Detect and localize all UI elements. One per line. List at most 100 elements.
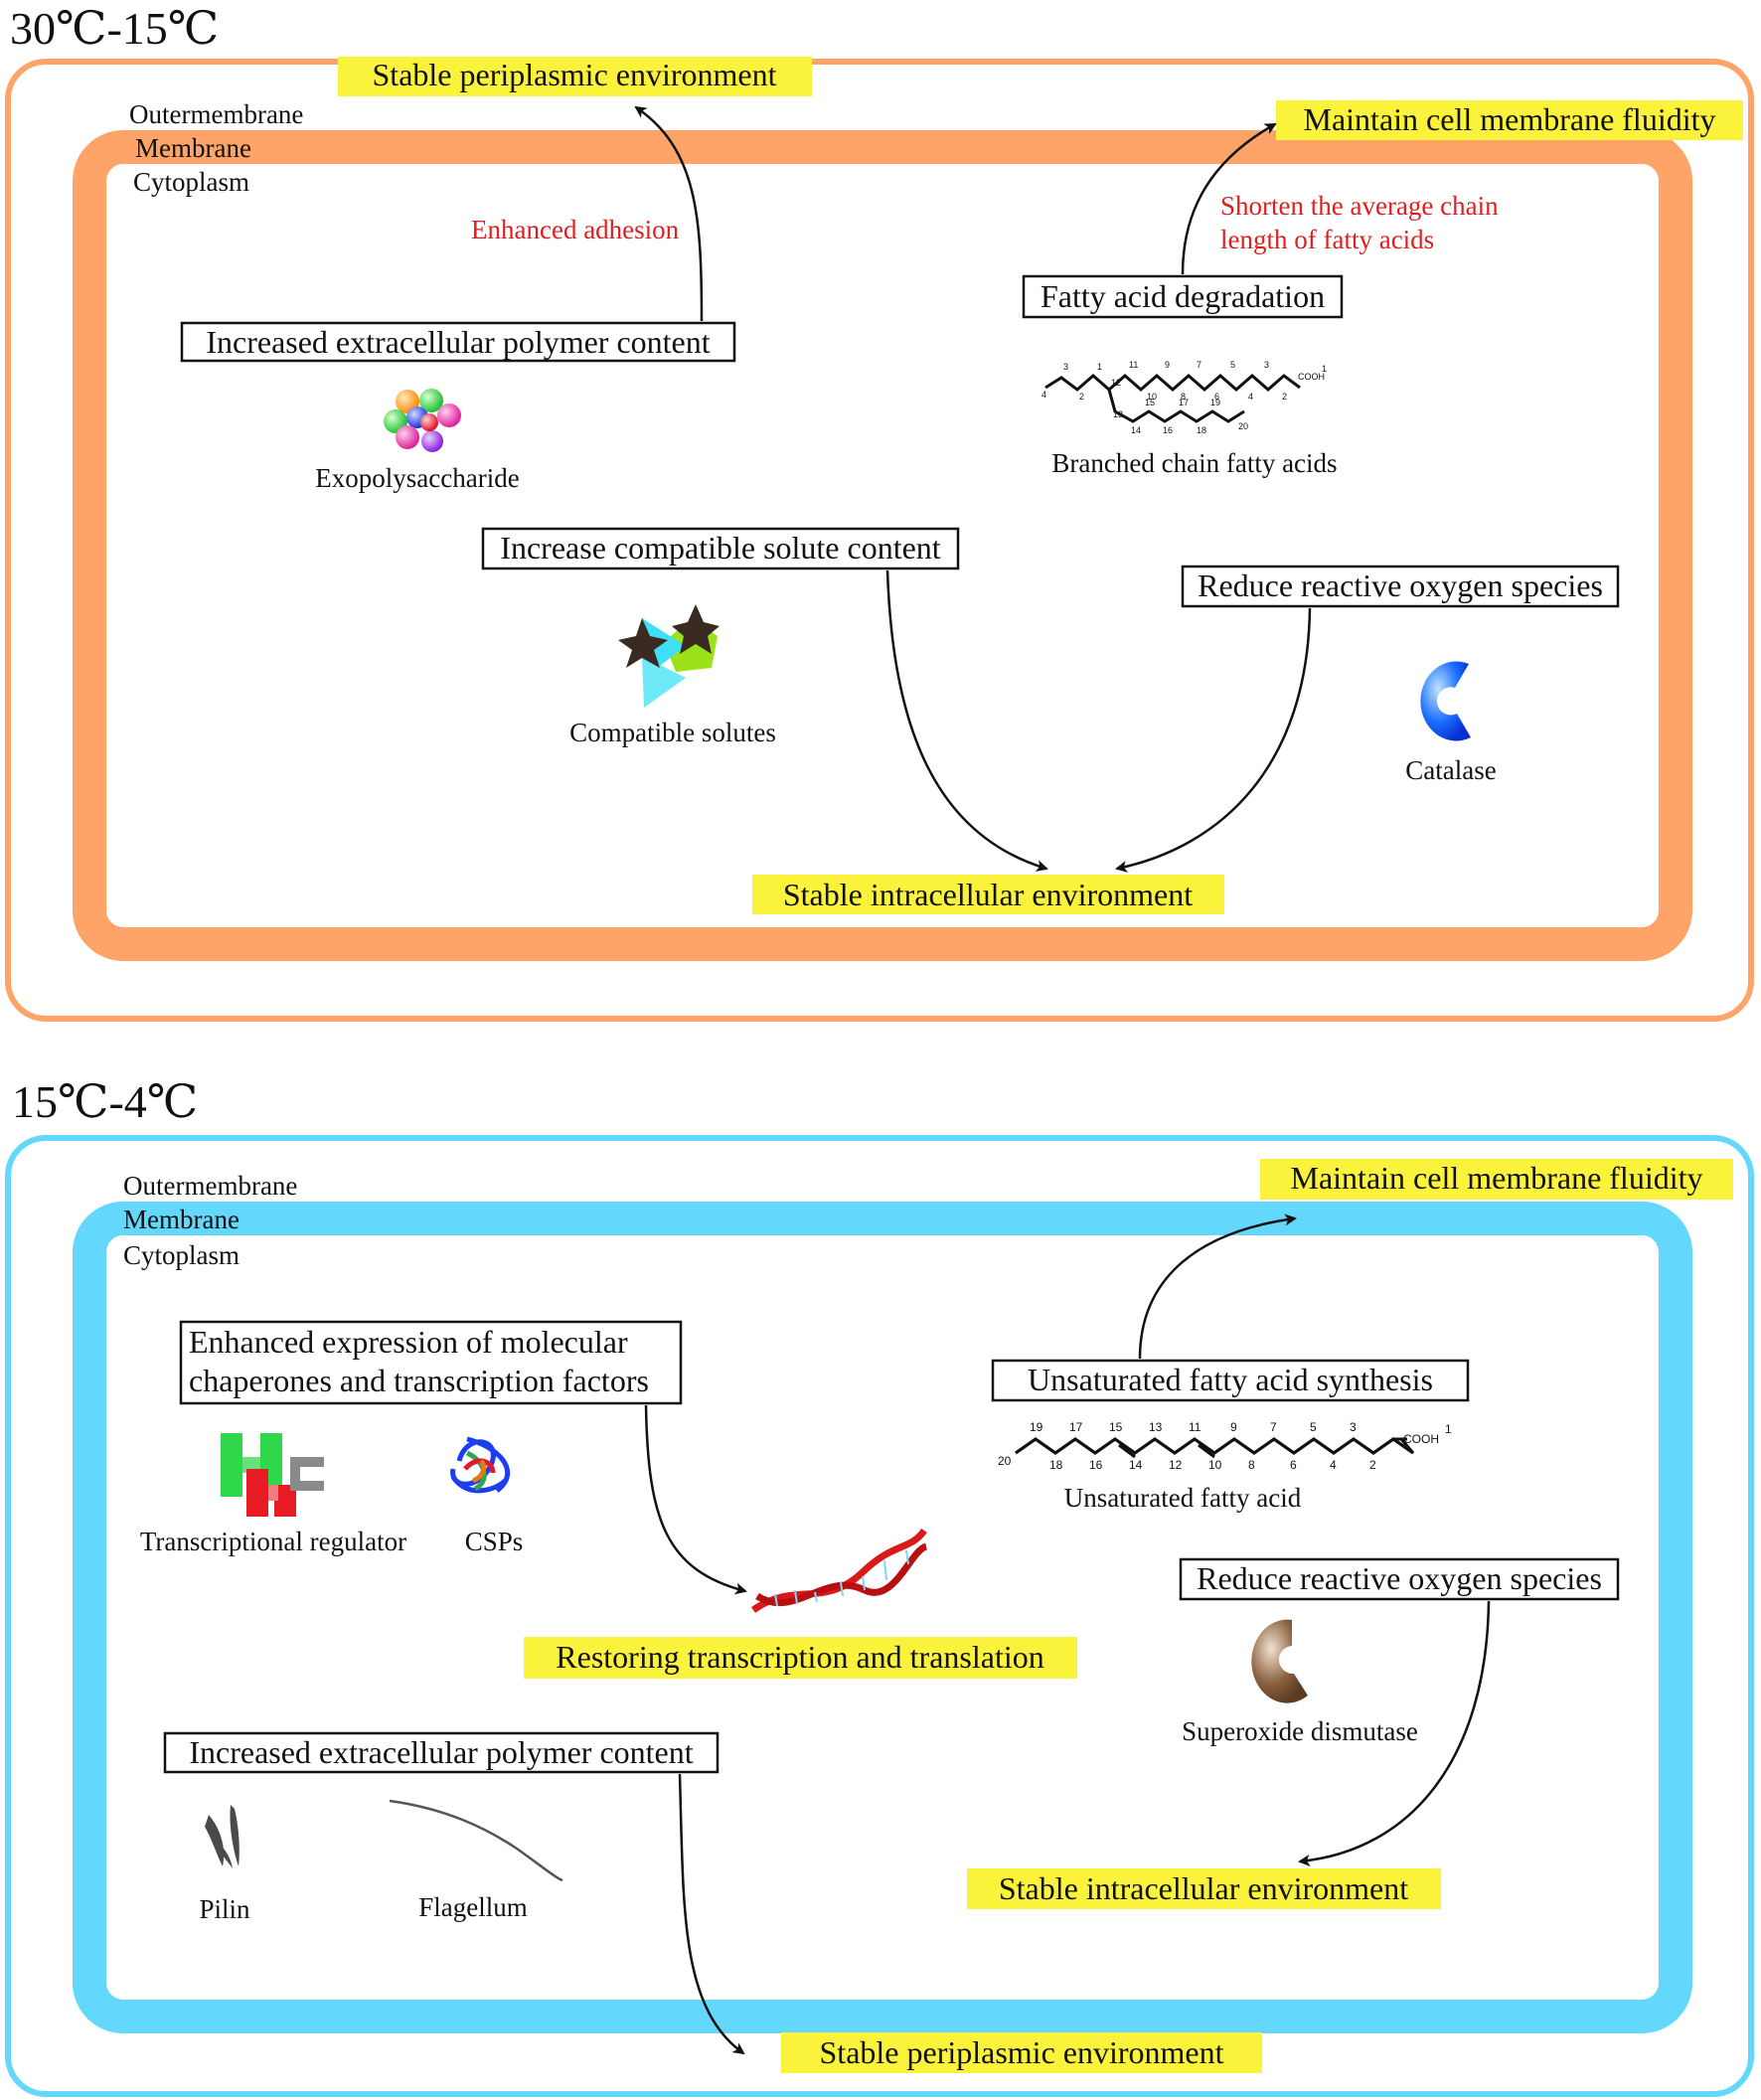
cold-label-membrane: Membrane xyxy=(123,1205,240,1234)
svg-text:3: 3 xyxy=(1063,362,1068,372)
svg-text:2: 2 xyxy=(1369,1458,1376,1472)
svg-text:4: 4 xyxy=(1248,392,1253,402)
svg-text:10: 10 xyxy=(1147,392,1157,402)
cold-ros-text: Reduce reactive oxygen species xyxy=(1197,1560,1602,1596)
svg-text:7: 7 xyxy=(1197,360,1201,370)
svg-text:16: 16 xyxy=(1163,425,1173,435)
cold-arrow-periplasmic xyxy=(678,1773,745,2055)
svg-text:1: 1 xyxy=(1445,1422,1452,1436)
cold-periplasmic-highlight xyxy=(781,2032,1262,2073)
svg-text:17: 17 xyxy=(1069,1420,1083,1434)
cold-unsaturated-box xyxy=(991,1359,1470,1402)
svg-text:17: 17 xyxy=(1179,398,1189,407)
compatible-solutes-label: Compatible solutes xyxy=(569,718,776,747)
catalase-label: Catalase xyxy=(1405,755,1496,785)
cold-transcription-highlight xyxy=(524,1637,1077,1679)
svg-text:COOH: COOH xyxy=(1403,1432,1439,1446)
csps-label: CSPs xyxy=(465,1527,524,1556)
cold-transcription-text: Restoring transcription and translation xyxy=(556,1639,1043,1675)
svg-text:9: 9 xyxy=(1230,1420,1237,1434)
panel-warm: 30℃-15℃ Outermembrane Membrane Cytoplasm… xyxy=(5,3,1754,1022)
svg-text:14: 14 xyxy=(1129,1458,1143,1472)
dna-helix-icon xyxy=(750,1528,928,1613)
branched-fatty-acid-icon xyxy=(1044,374,1301,423)
svg-text:5: 5 xyxy=(1310,1420,1317,1434)
warm-outer-membrane xyxy=(5,59,1754,1022)
panel-cold-heading: 15℃-4℃ xyxy=(12,1076,198,1127)
cold-intracellular-highlight xyxy=(967,1868,1441,1909)
compatible-solutes-icon xyxy=(618,604,720,708)
flagellum-icon xyxy=(389,1799,563,1882)
flagellum-label: Flagellum xyxy=(418,1892,528,1922)
svg-text:4: 4 xyxy=(1041,390,1046,400)
warm-chain-annotation-2: length of fatty acids xyxy=(1220,225,1434,254)
svg-text:6: 6 xyxy=(1290,1458,1297,1472)
cold-fluidity-highlight xyxy=(1260,1159,1733,1200)
warm-intracellular-text: Stable intracellular environment xyxy=(783,877,1193,912)
cold-arrow-fluidity xyxy=(1138,1213,1297,1360)
warm-label-membrane: Membrane xyxy=(135,133,251,163)
warm-inner-membrane xyxy=(73,130,1692,961)
svg-text:18: 18 xyxy=(1049,1458,1063,1472)
warm-solute-text: Increase compatible solute content xyxy=(500,530,940,565)
unsaturated-fatty-acid-label: Unsaturated fatty acid xyxy=(1064,1483,1302,1513)
warm-chain-annotation-1: Shorten the average chain xyxy=(1220,191,1499,221)
cold-chaperones-text-1: Enhanced expression of molecular xyxy=(189,1324,628,1360)
cold-label-cytoplasm: Cytoplasm xyxy=(123,1240,240,1270)
warm-periplasmic-text: Stable periplasmic environment xyxy=(373,57,777,92)
warm-intracellular-highlight xyxy=(752,875,1224,914)
cold-arrow-intracellular xyxy=(1298,1600,1491,1866)
cold-ros-box xyxy=(1179,1557,1620,1601)
cold-fluidity-text: Maintain cell membrane fluidity xyxy=(1291,1160,1703,1196)
catalase-icon xyxy=(1420,661,1471,741)
svg-text:7: 7 xyxy=(1270,1420,1277,1434)
unsaturated-fatty-acid-icon xyxy=(1015,1437,1415,1459)
svg-text:16: 16 xyxy=(1089,1458,1103,1472)
warm-solute-box xyxy=(481,527,960,570)
cold-arrow-transcription xyxy=(644,1404,747,1595)
svg-text:14: 14 xyxy=(1131,425,1141,435)
warm-polymer-box xyxy=(180,321,736,363)
warm-fatty-degradation-text: Fatty acid degradation xyxy=(1041,278,1325,314)
cold-periplasmic-text: Stable periplasmic environment xyxy=(820,2034,1224,2070)
warm-fluidity-text: Maintain cell membrane fluidity xyxy=(1304,101,1716,137)
svg-text:5: 5 xyxy=(1230,360,1235,370)
cold-polymer-box xyxy=(163,1731,720,1774)
svg-text:COOH: COOH xyxy=(1298,372,1325,382)
svg-text:8: 8 xyxy=(1248,1458,1255,1472)
unsaturated-fatty-acid-numbers: 19 17 15 13 11 9 7 5 3 20 18 16 14 12 10… xyxy=(998,1420,1452,1472)
cold-label-outermembrane: Outermembrane xyxy=(123,1171,297,1201)
pilin-label: Pilin xyxy=(199,1894,250,1924)
cold-chaperones-text-2: chaperones and transcription factors xyxy=(189,1363,649,1398)
svg-text:4: 4 xyxy=(1330,1458,1337,1472)
warm-ros-box xyxy=(1181,565,1620,608)
svg-text:1: 1 xyxy=(1322,364,1327,374)
warm-ros-text: Reduce reactive oxygen species xyxy=(1198,567,1603,603)
transcriptional-regulator-label: Transcriptional regulator xyxy=(140,1527,406,1556)
cold-polymer-text: Increased extracellular polymer content xyxy=(189,1734,693,1770)
svg-text:15: 15 xyxy=(1109,1420,1123,1434)
warm-fluidity-highlight xyxy=(1276,100,1743,140)
svg-text:3: 3 xyxy=(1350,1420,1357,1434)
svg-text:8: 8 xyxy=(1181,392,1186,402)
svg-text:2: 2 xyxy=(1282,392,1287,402)
superoxide-dismutase-label: Superoxide dismutase xyxy=(1182,1716,1418,1746)
warm-adhesion-annotation: Enhanced adhesion xyxy=(471,215,680,244)
warm-arrow-adhesion xyxy=(634,105,704,322)
svg-text:19: 19 xyxy=(1030,1420,1043,1434)
svg-text:9: 9 xyxy=(1165,360,1170,370)
svg-text:10: 10 xyxy=(1208,1458,1222,1472)
pilin-icon xyxy=(205,1805,240,1868)
warm-label-outermembrane: Outermembrane xyxy=(129,99,303,129)
warm-arrow-solute xyxy=(885,569,1048,872)
warm-label-cytoplasm: Cytoplasm xyxy=(133,167,249,197)
warm-arrow-ros xyxy=(1115,607,1312,873)
svg-text:13: 13 xyxy=(1149,1420,1163,1434)
branched-fatty-acid-numbers: 3 1 11 9 7 5 3 4 2 12 10 8 6 4 2 13 15 1… xyxy=(1041,360,1327,435)
svg-text:15: 15 xyxy=(1145,398,1155,407)
svg-text:2: 2 xyxy=(1079,392,1084,402)
cold-chaperones-box xyxy=(179,1320,683,1405)
exopolysaccharide-icon xyxy=(384,389,461,452)
svg-text:20: 20 xyxy=(998,1454,1012,1468)
csps-icon xyxy=(450,1436,511,1494)
